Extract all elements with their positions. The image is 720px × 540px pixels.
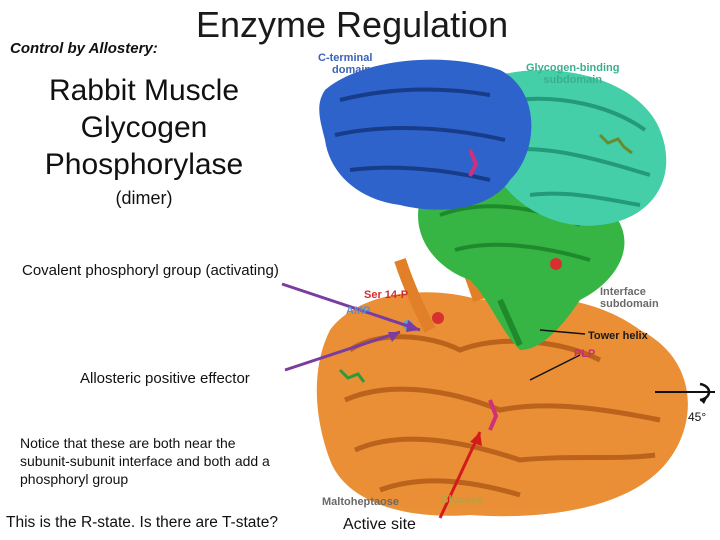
protein-name-line-3: Phosphorylase xyxy=(44,148,244,181)
effector-arrow xyxy=(284,330,401,372)
phosphoryl-annotation: Covalent phosphoryl group (activating) xyxy=(22,262,279,279)
plp-ligand-2 xyxy=(468,149,479,177)
plp-leader xyxy=(529,354,581,381)
rotation-angle-label: 45° xyxy=(688,410,707,424)
ser14p-ligand-2 xyxy=(550,258,562,270)
tower-helix-leader xyxy=(539,329,586,335)
plp-label: PLP xyxy=(574,348,596,360)
effector-arrowhead xyxy=(388,332,400,342)
active-site-arrow xyxy=(438,431,482,519)
tower-helix-label: Tower helix xyxy=(588,330,648,342)
interface-subdomain-label: Interface subdomain xyxy=(600,286,659,310)
glycogen-ligand xyxy=(598,133,633,155)
glycogen-binding-subdomain-label: Glycogen-binding subdomain xyxy=(526,62,620,86)
oligomer-label: (dimer) xyxy=(115,188,173,208)
plp-ligand xyxy=(488,399,499,431)
maltoheptaose-ligand xyxy=(338,368,366,383)
active-site-label: Active site xyxy=(343,516,416,533)
ser14p-label: Ser 14-P xyxy=(364,289,409,301)
maltoheptaose-label: Maltoheptaose xyxy=(322,496,400,508)
phosphoryl-arrow xyxy=(281,282,421,332)
protein-name-line-1: Rabbit Muscle xyxy=(48,74,240,107)
protein-name-line-2: Glycogen xyxy=(80,111,208,144)
c-terminal-domain-label: C-terminal domain xyxy=(318,52,373,76)
slide-title: Enzyme Regulation xyxy=(196,4,509,45)
notice-text: Notice that these are both near the subu… xyxy=(20,435,270,487)
rotation-symbol xyxy=(655,382,715,404)
state-question: This is the R-state. Is there are T-stat… xyxy=(6,514,278,531)
ser14p-ligand xyxy=(432,312,444,324)
c-terminal-domain-ribbons xyxy=(319,59,532,210)
phosphoryl-arrowhead xyxy=(406,320,420,332)
slide-subtitle: Control by Allostery: xyxy=(10,40,158,57)
amp-label: AMP xyxy=(346,305,371,317)
active-site-arrowhead xyxy=(470,432,482,446)
protein-name: Rabbit Muscle Glycogen Phosphorylase xyxy=(20,72,268,183)
effector-annotation: Allosteric positive effector xyxy=(80,370,250,387)
glucose-label: Glucose xyxy=(440,494,484,506)
